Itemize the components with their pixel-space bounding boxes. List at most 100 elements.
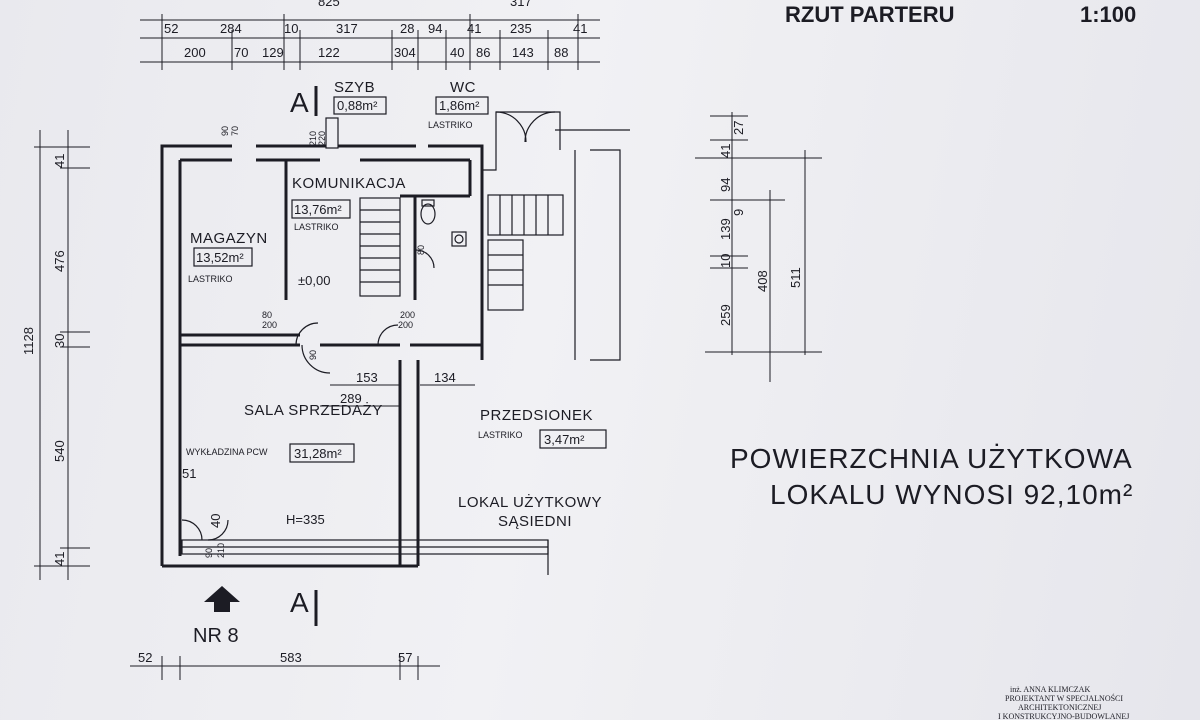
top-dim: 70 [234, 45, 248, 60]
svg-text:LASTRIKO: LASTRIKO [188, 274, 233, 284]
bottom-dim: 583 [280, 650, 302, 665]
section-marker-bottom: A [290, 587, 318, 626]
svg-text:90: 90 [308, 350, 318, 360]
door-dimensions: 70 90 210 220 80 200 90 200 90 210 80 20… [204, 126, 426, 558]
left-dim-total: 1128 [21, 327, 36, 355]
right-dim: 139 [718, 218, 733, 240]
svg-text:inż. ANNA KLIMCZAK: inż. ANNA KLIMCZAK [1010, 685, 1090, 694]
bottom-dimension-chain: 52 583 57 [130, 650, 440, 680]
neighbor-unit-label: LOKAL UŻYTKOWY SĄSIEDNI [458, 493, 602, 530]
svg-text:80: 80 [416, 245, 426, 255]
stairs [359, 111, 564, 311]
svg-text:LASTRIKO: LASTRIKO [294, 222, 339, 232]
top-dim: 41 [573, 21, 587, 36]
drawing-title: RZUT PARTERU [785, 2, 954, 27]
top-dim-total: 825 [318, 0, 340, 9]
svg-text:289: 289 [340, 391, 362, 406]
top-dim: 235 [510, 21, 532, 36]
top-dim: 122 [318, 45, 340, 60]
drawing-scale: 1:100 [1080, 2, 1136, 27]
svg-text:80: 80 [262, 310, 272, 320]
svg-text:90: 90 [204, 548, 214, 558]
top-dim: 284 [220, 21, 242, 36]
svg-text:WYKŁADZINA PCW: WYKŁADZINA PCW [186, 447, 268, 457]
svg-text:0,88m²: 0,88m² [337, 98, 378, 113]
top-dim: 200 [184, 45, 206, 60]
svg-text:200: 200 [398, 320, 413, 330]
svg-text:LOKAL UŻYTKOWY: LOKAL UŻYTKOWY [458, 493, 602, 511]
right-dim: 41 [718, 144, 733, 158]
svg-text:PROJEKTANT W SPECJALNOŚCI: PROJEKTANT W SPECJALNOŚCI [1005, 693, 1123, 703]
svg-text:LASTRIKO: LASTRIKO [478, 430, 523, 440]
svg-text:153: 153 [356, 370, 378, 385]
svg-text:KOMUNIKACJA: KOMUNIKACJA [292, 175, 406, 192]
svg-text:31,28m²: 31,28m² [294, 446, 342, 461]
svg-text:70: 70 [230, 126, 240, 136]
svg-text:13,76m²: 13,76m² [294, 202, 342, 217]
wc-fixtures [420, 199, 467, 247]
svg-text:40: 40 [208, 514, 223, 528]
designer-stamp: inż. ANNA KLIMCZAK PROJEKTANT W SPECJALN… [998, 685, 1129, 720]
doors [181, 249, 435, 541]
left-dim: 30 [52, 334, 67, 348]
top-dim: 40 [450, 45, 464, 60]
svg-text:200: 200 [400, 310, 415, 320]
room-sala-name: SALA SPRZEDAŻY [244, 401, 383, 419]
top-dim: 94 [428, 21, 442, 36]
usable-area-summary: POWIERZCHNIA UŻYTKOWA LOKALU WYNOSI 92,1… [730, 443, 1133, 510]
svg-text:13,52m²: 13,52m² [196, 250, 244, 265]
svg-text:SZYB: SZYB [334, 79, 375, 96]
left-dim: 41 [52, 154, 67, 168]
walls [160, 111, 630, 575]
height-mark: H=335 [286, 512, 325, 527]
top-dim: 129 [262, 45, 284, 60]
room-sala-sprzedazy: SALA SPRZEDAŻY WYKŁADZINA PCW 31,28m² H=… [186, 401, 383, 527]
svg-text:MAGAZYN: MAGAZYN [190, 230, 268, 247]
svg-text:1,86m²: 1,86m² [439, 98, 480, 113]
top-dim: 41 [467, 21, 481, 36]
right-dim: 10 [718, 254, 733, 268]
top-dim: 28 [400, 21, 414, 36]
top-dim: 143 [512, 45, 534, 60]
left-dim: 540 [52, 440, 67, 462]
room-magazyn: MAGAZYN 13,52m² LASTRIKO [188, 230, 268, 284]
top-dim: 52 [164, 21, 178, 36]
svg-text:WC: WC [450, 79, 476, 96]
right-dim: 259 [718, 304, 733, 326]
room-przedsionek: PRZEDSIONEK LASTRIKO 3,47m² [478, 407, 607, 449]
right-dimension-chain: 27 41 94 139 9 10 259 408 511 [695, 112, 822, 382]
svg-text:ARCHITEKTONICZNEJ: ARCHITEKTONICZNEJ [1018, 703, 1101, 712]
top-dim: 304 [394, 45, 416, 60]
right-dim: 94 [718, 178, 733, 192]
svg-text:200: 200 [262, 320, 277, 330]
svg-text:134: 134 [434, 370, 456, 385]
top-dim: 317 [336, 21, 358, 36]
left-dim: 476 [52, 250, 67, 272]
svg-text:210: 210 [216, 543, 226, 558]
svg-text:3,47m²: 3,47m² [544, 432, 585, 447]
left-dimension-chain: 1128 41 476 30 540 41 [21, 130, 90, 580]
svg-text:PRZEDSIONEK: PRZEDSIONEK [480, 407, 593, 424]
right-dim: 27 [731, 121, 746, 135]
svg-text:POWIERZCHNIA UŻYTKOWA: POWIERZCHNIA UŻYTKOWA [730, 443, 1133, 474]
entrance-arrow-icon [204, 586, 240, 612]
entrance-label: NR 8 [193, 625, 239, 647]
room-szyb: SZYB 0,88m² [333, 79, 387, 115]
svg-text:51: 51 [182, 466, 196, 481]
svg-text:LASTRIKO: LASTRIKO [428, 120, 473, 130]
svg-text:90: 90 [220, 126, 230, 136]
svg-text:LOKALU WYNOSI 92,10m²: LOKALU WYNOSI 92,10m² [770, 479, 1133, 510]
section-marker-top: A [290, 86, 318, 118]
svg-text:I KONSTRUKCYJNO-BUDOWLANEJ: I KONSTRUKCYJNO-BUDOWLANEJ [998, 712, 1129, 720]
right-dim: 511 [788, 267, 803, 288]
bottom-dim: 57 [398, 650, 412, 665]
bottom-dim: 52 [138, 650, 152, 665]
top-dim: 10 [284, 21, 298, 36]
top-dimension-chain: 825 317 52 284 10 317 28 94 41 235 41 20… [140, 0, 600, 70]
top-dim: 86 [476, 45, 490, 60]
svg-text:A: A [290, 587, 310, 618]
interior-dimensions: 153 289 134 51 40 [182, 370, 475, 528]
left-dim: 41 [52, 552, 67, 566]
top-dim-right: 317 [510, 0, 532, 9]
